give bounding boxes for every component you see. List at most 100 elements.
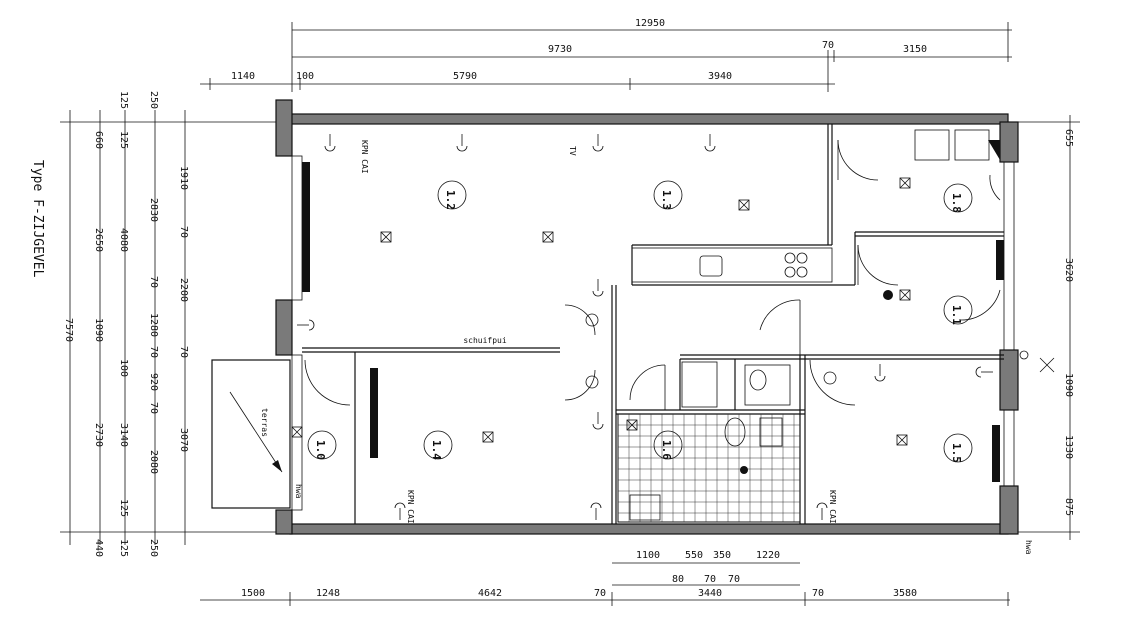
kpn-cai-label-bottom-right: KPN CAI [828,490,837,524]
dim-left-d3: 70 [148,276,159,288]
dim-left-e1: 1910 [178,166,189,190]
dim-bottom-b3: 70 [728,574,740,585]
right-dimensions: 655 3620 1090 1330 875 [1012,115,1080,540]
dim-left-b3: 100 [118,359,129,377]
dim-bottom-b1: 80 [672,574,684,585]
dim-right-3: 1090 [1063,373,1074,397]
socket-icon [324,134,336,152]
dim-top-living: 5790 [453,71,477,82]
dim-bottom-c7: 3580 [893,588,917,599]
light-icon [542,231,554,243]
drawing-title: Type F-ZIJGEVEL [30,160,45,278]
dim-bottom-a3: 350 [713,550,731,561]
room-1-0-label: 1.0 [314,440,327,460]
top-dimensions: 12950 9730 70 3150 1140 100 5790 3940 [200,18,1012,92]
socket-icon [816,502,828,520]
room-1-4-label: 1.4 [430,440,443,460]
dim-left-d7: 70 [148,402,159,414]
bottom-dimensions: 1100 550 350 1220 80 70 70 1500 1248 464… [200,550,1010,606]
tv-label: TV [568,146,577,156]
annotations: schuifpui KPN CAI TV KPN CAI KPN CAI hwa… [294,140,1033,555]
dim-left-d5: 70 [148,346,159,358]
room-1-6: 1.6 [653,430,683,460]
dim-top-left-zone: 9730 [548,44,572,55]
socket-icon [297,319,315,331]
dim-left-e2: 70 [178,226,189,238]
dim-left-c1: 4080 [118,228,129,252]
dim-top-right-zone: 3150 [903,44,927,55]
room-1-8: 1.8 [943,183,973,213]
dim-right-1: 655 [1063,129,1074,147]
socket-icon [394,502,406,520]
dim-bottom-a4: 1220 [756,550,780,561]
room-1-8-label: 1.8 [950,193,963,213]
socket-icon [592,134,604,152]
light-icon [899,177,911,189]
room-1-2: 1.2 [437,180,467,210]
dim-left-d8: 250 [148,539,159,557]
light-fixtures [291,177,911,446]
dim-top-wall: 70 [822,40,834,51]
dim-bottom-b2: 70 [704,574,716,585]
dim-left-e5: 3070 [178,428,189,452]
dim-bottom-c3: 4642 [478,588,502,599]
room-1-0: 1.0 [307,430,337,460]
room-1-5-label: 1.5 [950,443,963,463]
dim-bottom-c6: 70 [812,588,824,599]
dim-bottom-a2: 550 [685,550,703,561]
doors [304,139,1001,410]
dim-left-b4: 125 [118,499,129,517]
dim-top-total: 12950 [635,18,665,29]
left-dimensions: 7570 660 2650 1090 2730 440 125 125 100 … [60,91,290,557]
interior-walls [302,124,1004,524]
room-1-4: 1.4 [423,430,453,460]
room-1-3-label: 1.3 [660,190,673,210]
dim-left-a2: 2650 [93,228,104,252]
socket-icon [590,502,602,520]
dim-bottom-c1: 1500 [241,588,265,599]
light-icon [626,419,638,431]
dim-left-d2: 2830 [148,198,159,222]
dim-top-kitchen: 3940 [708,71,732,82]
dim-left-a1: 660 [93,131,104,149]
dim-left-b5: 125 [118,539,129,557]
room-1-2-label: 1.2 [444,190,457,210]
fixtures [629,129,990,521]
room-labels: 1.2 1.3 1.8 1.1 1.0 1.4 1.6 1.5 [307,180,973,463]
socket-icon [592,412,604,430]
socket-icon [704,134,716,152]
dim-left-a4: 2730 [93,423,104,447]
dim-left-b1: 125 [118,91,129,109]
light-icon [738,199,750,211]
dim-left-e3: 2200 [178,278,189,302]
dim-right-5: 875 [1063,498,1074,516]
socket-icon [592,279,604,297]
socket-icon [874,364,886,382]
light-icon [899,289,911,301]
dim-top-terrace: 1140 [231,71,255,82]
terrace: terras [211,359,291,509]
dim-left-d6: 920 [148,373,159,391]
room-1-6-label: 1.6 [660,440,673,460]
dim-left-e4: 70 [178,346,189,358]
hwa-label-right: hwa [1024,540,1033,555]
hwa-label-left: hwa [294,484,303,499]
socket-icon [456,134,468,152]
bathroom-tiles [617,413,801,523]
dim-left-e6: 2080 [148,450,159,474]
switch-symbols [585,313,1055,389]
dim-bottom-a1: 1100 [636,550,660,561]
light-icon [896,434,908,446]
dim-left-c2: 3140 [118,423,129,447]
sliding-door-label: schuifpui [463,336,507,345]
room-1-1-label: 1.1 [950,305,963,325]
dim-right-2: 3620 [1063,258,1074,282]
light-icon [380,231,392,243]
room-1-1: 1.1 [943,295,973,325]
kpn-cai-label-bottom-left: KPN CAI [406,490,415,524]
terrace-label: terras [260,408,269,437]
windows [302,140,1004,482]
socket-icon [975,366,993,378]
light-icon [482,431,494,443]
